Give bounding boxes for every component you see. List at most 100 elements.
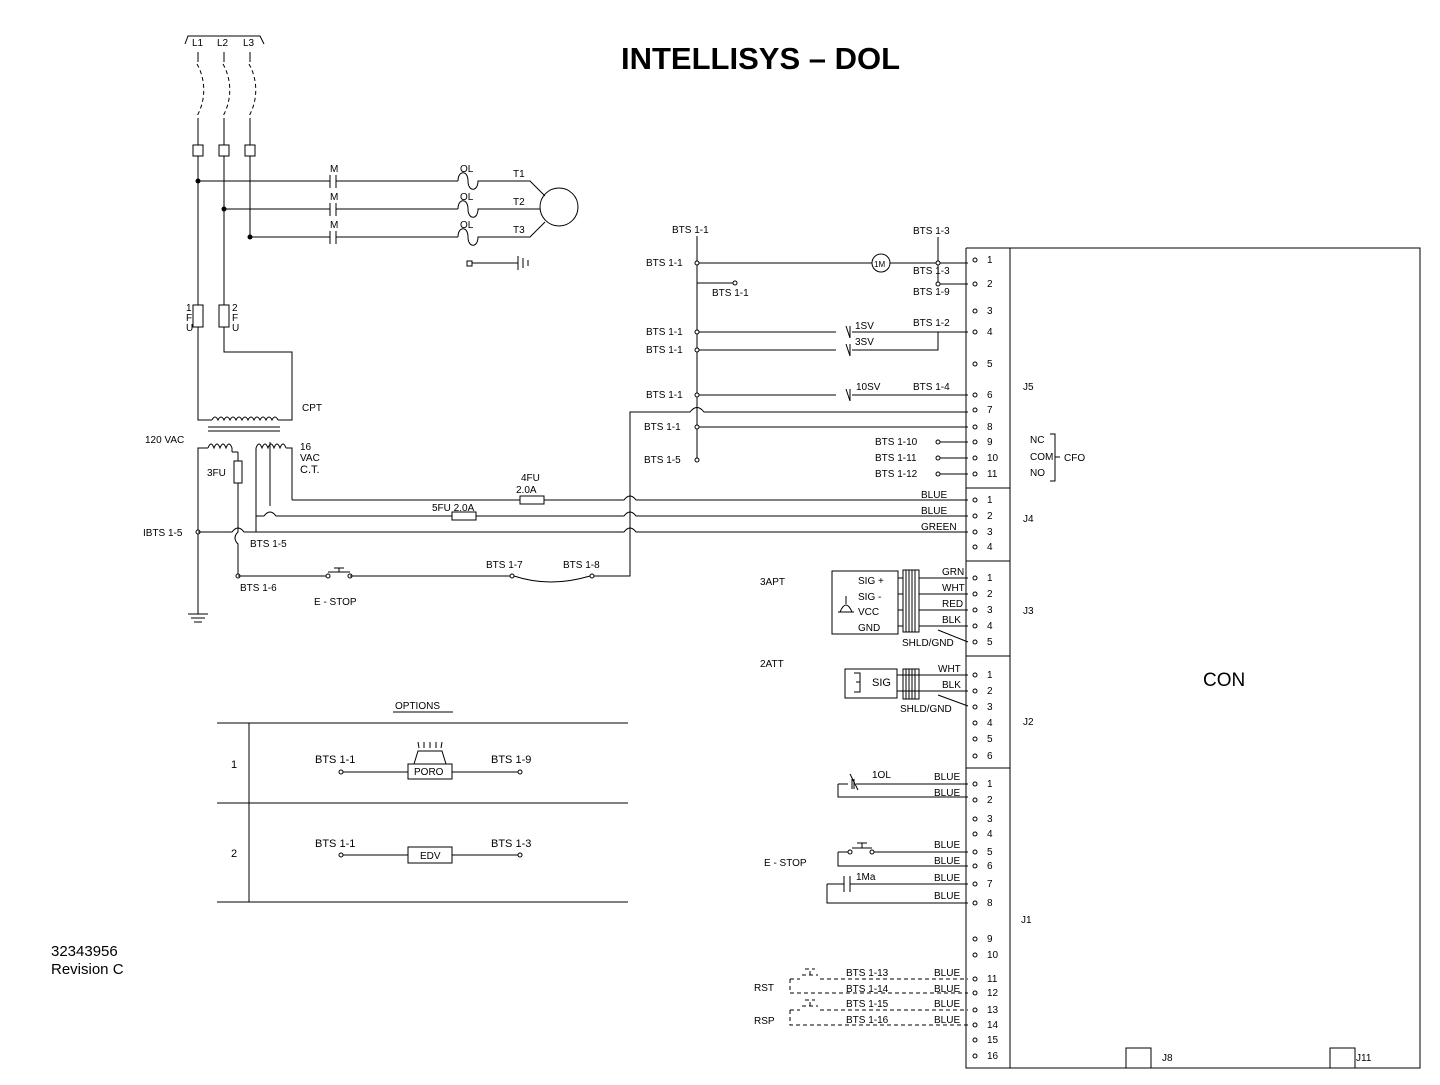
terminal-number: 6	[987, 861, 993, 872]
fuse-1-f: F	[186, 313, 192, 324]
overload-label-1: OL	[460, 164, 474, 175]
option-2-right: BTS 1-3	[491, 838, 531, 850]
wire-color-blue-1: BLUE	[921, 490, 947, 501]
option-1-right: BTS 1-9	[491, 754, 531, 766]
motor: T1 T2 T3	[512, 169, 579, 238]
label-bts-1-9: BTS 1-9	[913, 287, 950, 298]
solenoid-10sv: 10SV	[856, 382, 881, 393]
controller-block: CON J5 J4 J3 J2 J1 J8 J11 NC COM NO CFO …	[965, 247, 1421, 1069]
connector-j1: J1	[1021, 915, 1032, 926]
j1-blue-6: BLUE	[934, 856, 960, 867]
line-fuses	[192, 144, 256, 157]
solenoid-1sv: 1SV	[855, 321, 874, 332]
terminal-number: 6	[987, 390, 993, 401]
terminal-number: 10	[987, 453, 999, 464]
connector-j3: J3	[1023, 606, 1034, 617]
cfo-com: COM	[1030, 452, 1053, 463]
cfo-nc: NC	[1030, 435, 1044, 446]
wire-red: RED	[942, 599, 963, 610]
terminal-number: 11	[987, 469, 998, 480]
terminal-point	[972, 471, 978, 477]
label-bts-1-1-b: BTS 1-1	[712, 288, 749, 299]
terminal-number: 5	[987, 359, 993, 370]
j1-blue-2: BLUE	[934, 788, 960, 799]
terminal-number: 1	[987, 495, 993, 506]
overload-label-2: OL	[460, 192, 474, 203]
terminal-number: 3	[987, 306, 993, 317]
terminal-number: 1	[987, 670, 993, 681]
att-sig: SIG	[872, 677, 891, 689]
option-1-device: PORO	[414, 767, 444, 778]
terminal-point	[972, 936, 978, 942]
terminal-number: 14	[987, 1020, 999, 1031]
terminal-number: 10	[987, 950, 999, 961]
att-wire-wht: WHT	[938, 664, 961, 675]
terminal-number: 8	[987, 422, 993, 433]
rst-label: RST	[754, 983, 774, 994]
fuse-2-f: F	[232, 313, 238, 324]
terminal-point	[972, 1022, 978, 1028]
phase-l1-label: L1	[192, 38, 204, 49]
terminal-point	[972, 513, 978, 519]
terminal-number: 6	[987, 751, 993, 762]
overload-1ol: 1OL	[872, 770, 891, 781]
terminal-number: 3	[987, 702, 993, 713]
terminal-number: 7	[987, 879, 993, 890]
contactor-contacts: M M M	[329, 164, 458, 244]
terminal-point	[972, 392, 978, 398]
label-bts-1-16: BTS 1-16	[846, 1015, 889, 1026]
label-bts-1-1-d: BTS 1-1	[646, 345, 683, 356]
terminal-number: 12	[987, 988, 999, 999]
terminal-number: 1	[987, 779, 993, 790]
terminal-point	[972, 308, 978, 314]
terminal-point	[972, 639, 978, 645]
j1-blue-12: BLUE	[934, 984, 960, 995]
disconnect-switch	[196, 52, 257, 145]
terminal-number: 9	[987, 934, 993, 945]
control-transformer: 1 F U 2 F U CPT 120 VAC 3FU 16 VAC C.T. …	[143, 303, 322, 623]
label-bts-1-11: BTS 1-11	[875, 453, 917, 464]
estop-label-main: E - STOP	[314, 597, 357, 608]
terminal-point	[972, 281, 978, 287]
terminal-number: 3	[987, 527, 993, 538]
contact-1ma: 1Ma	[856, 872, 876, 883]
label-bts-1-1-a: BTS 1-1	[646, 258, 683, 269]
att-cable-shield	[902, 668, 920, 700]
terminal-point	[972, 672, 978, 678]
connector-j11: J11	[1356, 1053, 1372, 1064]
terminal-point	[972, 881, 978, 887]
wire-blk: BLK	[942, 615, 961, 626]
apt-sig-plus: SIG +	[858, 576, 884, 587]
overload-label-3: OL	[460, 220, 474, 231]
terminal-point	[972, 544, 978, 550]
terminal-point	[972, 797, 978, 803]
terminal-point	[972, 816, 978, 822]
wire-shld-2: SHLD/GND	[900, 704, 952, 715]
cfo-no: NO	[1030, 468, 1045, 479]
overload-heaters: OL OL OL	[457, 164, 512, 246]
terminal-number: 3	[987, 814, 993, 825]
terminal-point	[972, 688, 978, 694]
label-bts-1-13: BTS 1-13	[846, 968, 889, 979]
phase-l3-label: L3	[243, 38, 255, 49]
fuse-3-label: 3FU	[207, 468, 226, 479]
motor-lead-t2: T2	[513, 197, 525, 208]
label-bts-1-14: BTS 1-14	[846, 984, 889, 995]
cable-shield	[902, 569, 920, 633]
terminal-point	[972, 591, 978, 597]
terminal-point	[972, 990, 978, 996]
terminal-point	[972, 976, 978, 982]
terminal-point	[972, 607, 978, 613]
vac-120-label: 120 VAC	[145, 435, 184, 446]
wire-shld-1: SHLD/GND	[902, 638, 954, 649]
label-bts-1-4: BTS 1-4	[913, 382, 950, 393]
terminal-point	[972, 1037, 978, 1043]
terminal-point	[972, 361, 978, 367]
terminal-point	[972, 575, 978, 581]
label-bts-1-1-e: BTS 1-1	[646, 390, 683, 401]
terminal-point	[972, 849, 978, 855]
terminal-number: 2	[987, 589, 993, 600]
fuse-1-num: 1	[186, 303, 192, 314]
wire-color-blue-2: BLUE	[921, 506, 947, 517]
